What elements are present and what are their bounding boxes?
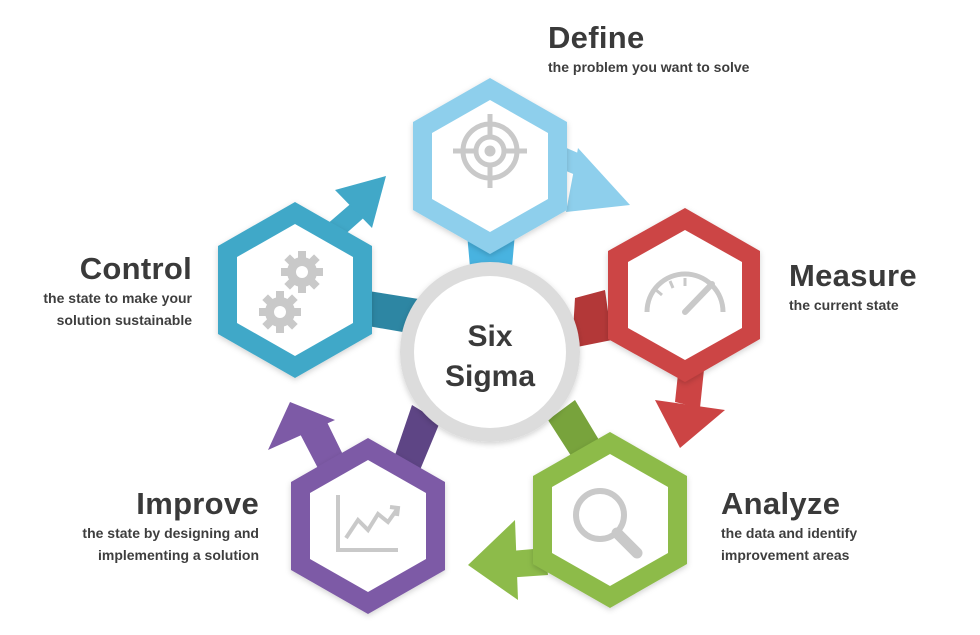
improve-title: Improve xyxy=(136,486,259,521)
define-title: Define xyxy=(548,20,645,55)
define-arrow-head xyxy=(566,148,630,212)
measure-label: Measure the current state xyxy=(789,258,917,316)
improve-label: Improve the state by designing and imple… xyxy=(0,486,259,566)
analyze-node xyxy=(468,432,687,608)
improve-arrow-head xyxy=(268,402,335,450)
define-node xyxy=(413,78,630,254)
analyze-title: Analyze xyxy=(721,486,841,521)
analyze-desc-line2: improvement areas xyxy=(721,547,850,563)
center-title-line2: Sigma xyxy=(445,360,535,393)
control-arrow-head xyxy=(335,176,386,228)
control-title: Control xyxy=(79,251,192,286)
control-label: Control the state to make your solution … xyxy=(0,251,192,331)
measure-node xyxy=(608,208,760,448)
center-title-line1: Six xyxy=(467,320,512,353)
gears-icon xyxy=(259,251,323,333)
measure-title: Measure xyxy=(789,258,917,293)
gauge-icon xyxy=(644,271,726,315)
improve-desc-line2: implementing a solution xyxy=(97,547,259,563)
center-circle: Six Sigma xyxy=(400,262,580,442)
control-node xyxy=(218,176,386,378)
control-desc-line2: solution sustainable xyxy=(56,312,192,328)
measure-arrow-head xyxy=(655,400,725,448)
analyze-label: Analyze the data and identify improvemen… xyxy=(721,486,857,566)
magnifier-icon xyxy=(573,488,643,559)
improve-connector xyxy=(395,405,440,470)
define-label: Define the problem you want to solve xyxy=(548,20,749,78)
control-desc-line1: the state to make your xyxy=(43,290,192,306)
improve-desc-line1: the state by designing and xyxy=(82,525,259,541)
define-desc-line1: the problem you want to solve xyxy=(548,59,750,75)
measure-connector xyxy=(572,290,612,348)
analyze-desc-line1: the data and identify xyxy=(721,525,858,541)
improve-hexagon-inner xyxy=(310,460,426,592)
measure-desc-line1: the current state xyxy=(789,297,899,313)
line-chart-icon xyxy=(336,495,401,552)
analyze-arrow-head xyxy=(468,520,518,600)
improve-node xyxy=(268,402,445,614)
target-icon xyxy=(453,114,527,188)
measure-hexagon-inner xyxy=(628,230,742,360)
